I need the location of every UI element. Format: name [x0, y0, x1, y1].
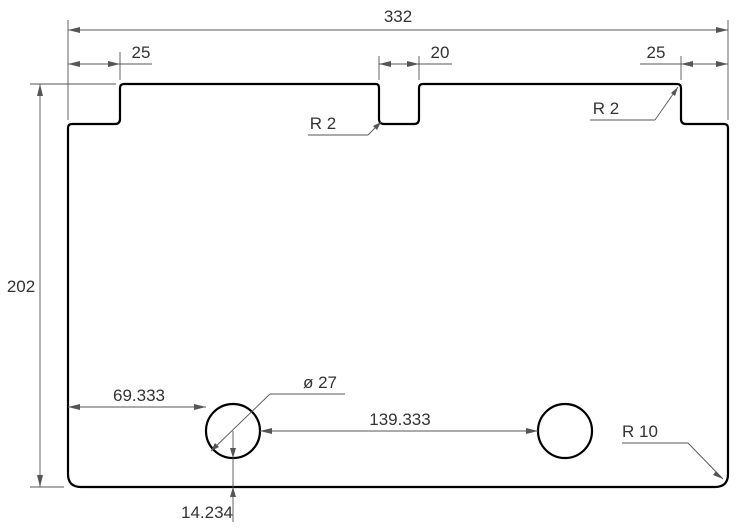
center-slot-label: 20	[431, 43, 450, 62]
left-tab-label: 25	[132, 43, 151, 62]
height-dimension	[30, 83, 116, 488]
hole-spacing-label: 139.333	[369, 410, 430, 429]
right-corner-radius-label: R 2	[593, 99, 619, 118]
height-label: 202	[7, 277, 35, 296]
hole-offset-x-label: 69.333	[113, 386, 165, 405]
right-hole	[536, 402, 594, 460]
hole-offset-y-label: 14.234	[181, 503, 233, 522]
slot-radius-leader	[308, 121, 382, 136]
part-outline	[66, 82, 730, 489]
slot-radius-label: R 2	[310, 114, 336, 133]
left-tab-dimension	[68, 52, 152, 80]
overall-width-label: 332	[384, 7, 412, 26]
hole-offset-x-dimension	[68, 404, 206, 410]
overall-width-dimension	[67, 20, 729, 120]
right-tab-dimension	[640, 56, 728, 80]
right-corner-radius-leader	[590, 86, 679, 121]
right-tab-label: 25	[647, 43, 666, 62]
center-slot-dimension	[378, 56, 452, 80]
hole-diameter-leader	[210, 393, 345, 452]
bottom-corner-radius-label: R 10	[622, 422, 658, 441]
hole-offset-y-dimension	[230, 431, 236, 522]
hole-diameter-label: ø 27	[303, 373, 337, 392]
bottom-corner-radius-leader	[622, 442, 724, 480]
hole-spacing-dimension	[260, 428, 538, 434]
